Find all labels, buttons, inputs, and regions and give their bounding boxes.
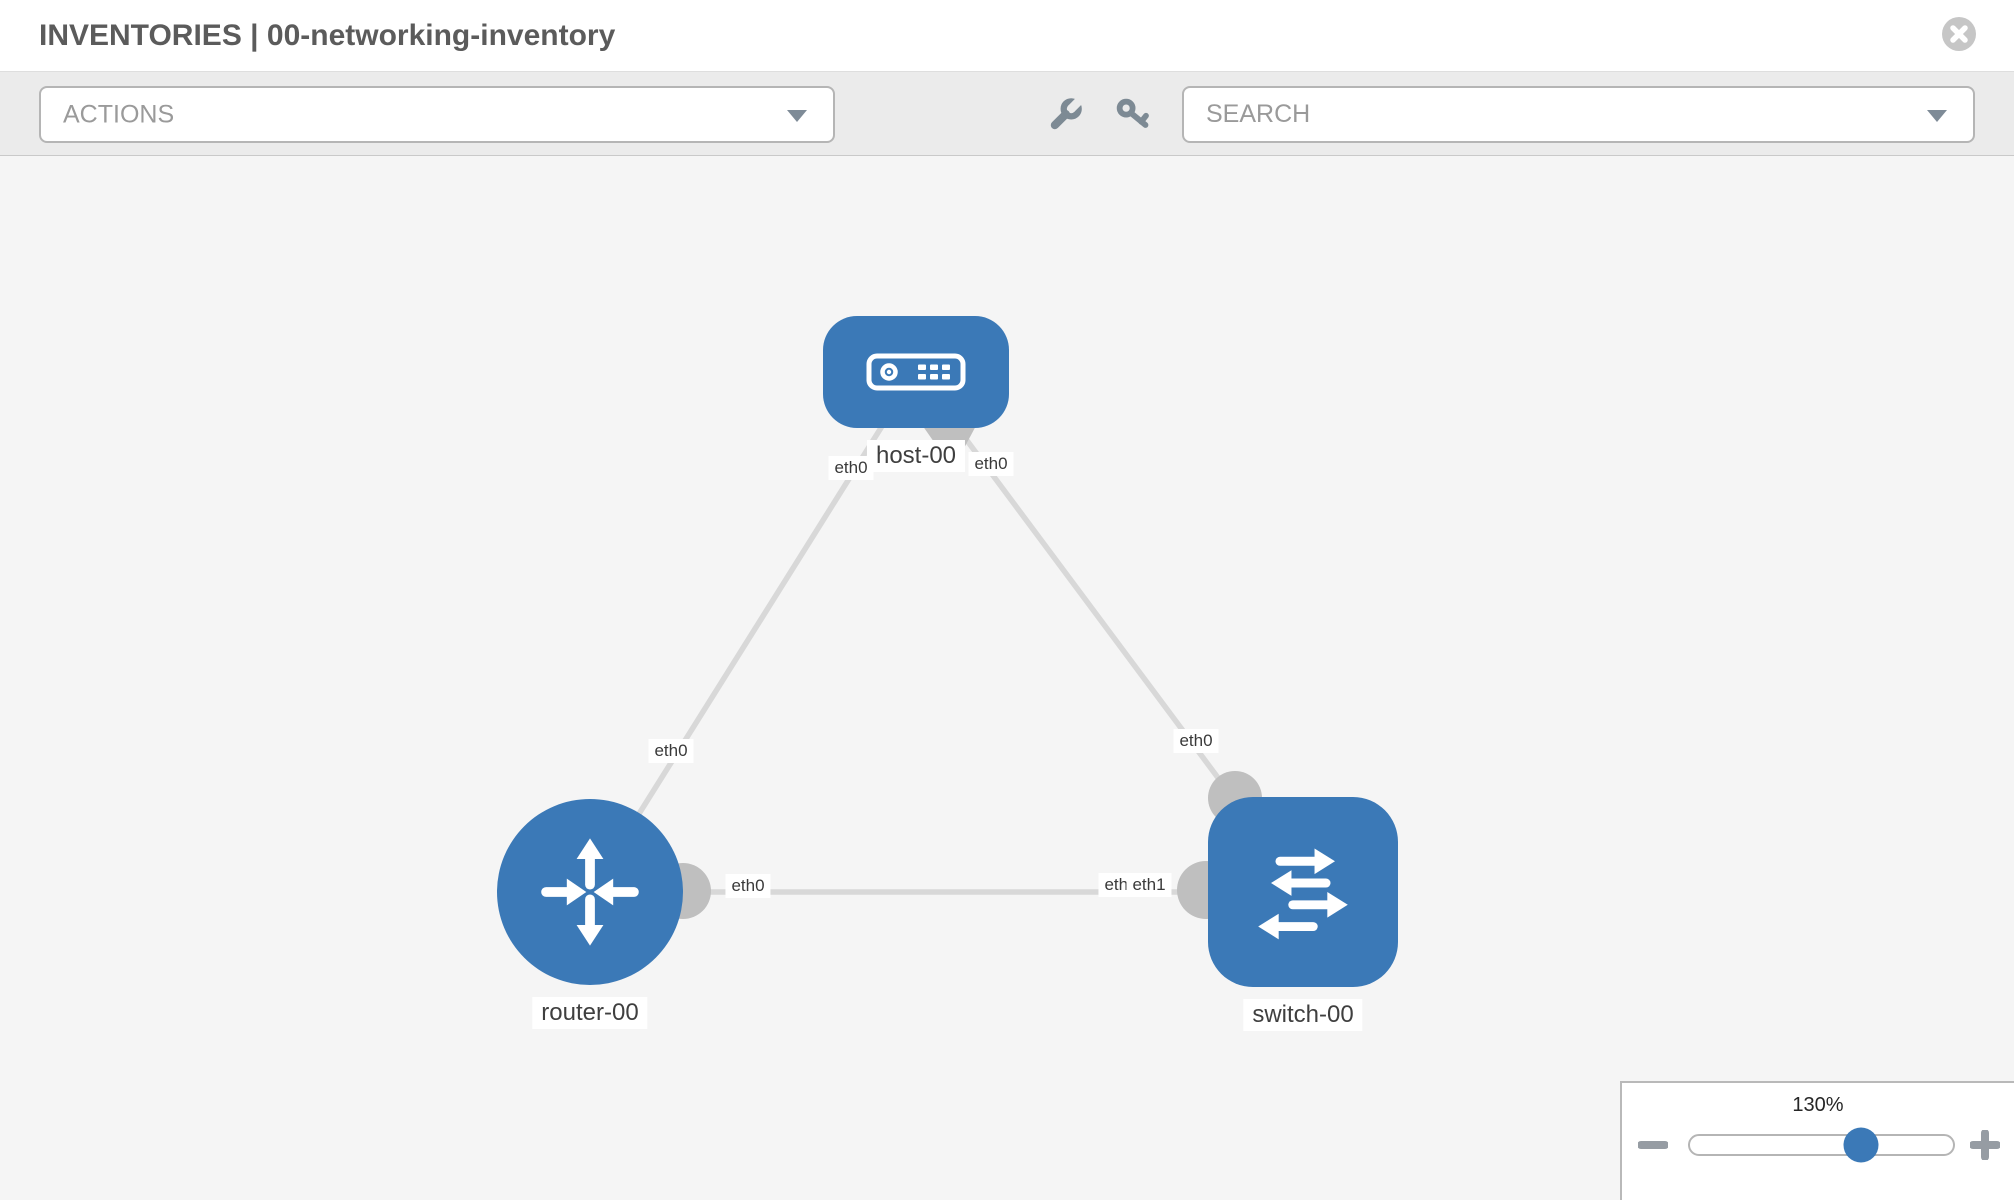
page-title: INVENTORIES | 00-networking-inventory	[39, 19, 616, 52]
configure-tools-button[interactable]	[1036, 86, 1094, 143]
topology-canvas[interactable]: host-00 router-00 switch-00 eth0 eth0 eth0 e…	[0, 156, 2014, 1200]
link-layer	[587, 370, 1306, 919]
interface-label: eth0	[828, 456, 874, 480]
close-icon	[1942, 17, 1976, 51]
zoom-value: 130%	[1792, 1094, 1844, 1116]
interface-label: eth0	[1173, 729, 1219, 753]
node-router-00[interactable]	[497, 799, 683, 985]
wrench-icon	[1050, 95, 1085, 129]
node-label: switch-00	[1243, 999, 1363, 1031]
interface-label: eth0	[648, 739, 694, 763]
zoom-out-button[interactable]	[1637, 1130, 1669, 1160]
switch-icon	[1258, 848, 1348, 940]
key-icon	[1116, 98, 1149, 128]
chevron-down-icon	[787, 109, 807, 122]
zoom-slider-row	[1622, 1121, 2014, 1169]
actions-dropdown[interactable]: ACTIONS	[39, 86, 835, 143]
close-button[interactable]	[1941, 16, 1977, 52]
node-host-00[interactable]	[823, 316, 1009, 428]
zoom-slider[interactable]	[1688, 1127, 1955, 1163]
chevron-down-icon	[1927, 109, 1947, 122]
router-icon	[541, 838, 639, 946]
interface-label: eth0	[968, 452, 1014, 476]
interface-label: eth1	[1126, 873, 1172, 897]
minus-icon	[1637, 1141, 1669, 1149]
node-switch-00[interactable]	[1208, 797, 1398, 987]
zoom-in-button[interactable]	[1969, 1129, 2001, 1161]
node-label: router-00	[532, 997, 648, 1029]
actions-dropdown-label: ACTIONS	[63, 100, 175, 128]
zoom-slider-thumb[interactable]	[1843, 1127, 1879, 1163]
credentials-button[interactable]	[1104, 86, 1162, 143]
header: INVENTORIES | 00-networking-inventory	[0, 0, 2014, 72]
toolbar: ACTIONS	[0, 72, 2014, 156]
search-box	[1182, 86, 1975, 143]
search-input[interactable]	[1184, 88, 1973, 141]
host-icon	[866, 353, 966, 391]
zoom-panel: 130%	[1620, 1081, 2014, 1200]
plus-icon	[1969, 1129, 2001, 1161]
node-label: host-00	[866, 440, 966, 472]
interface-label: eth0	[725, 874, 771, 898]
